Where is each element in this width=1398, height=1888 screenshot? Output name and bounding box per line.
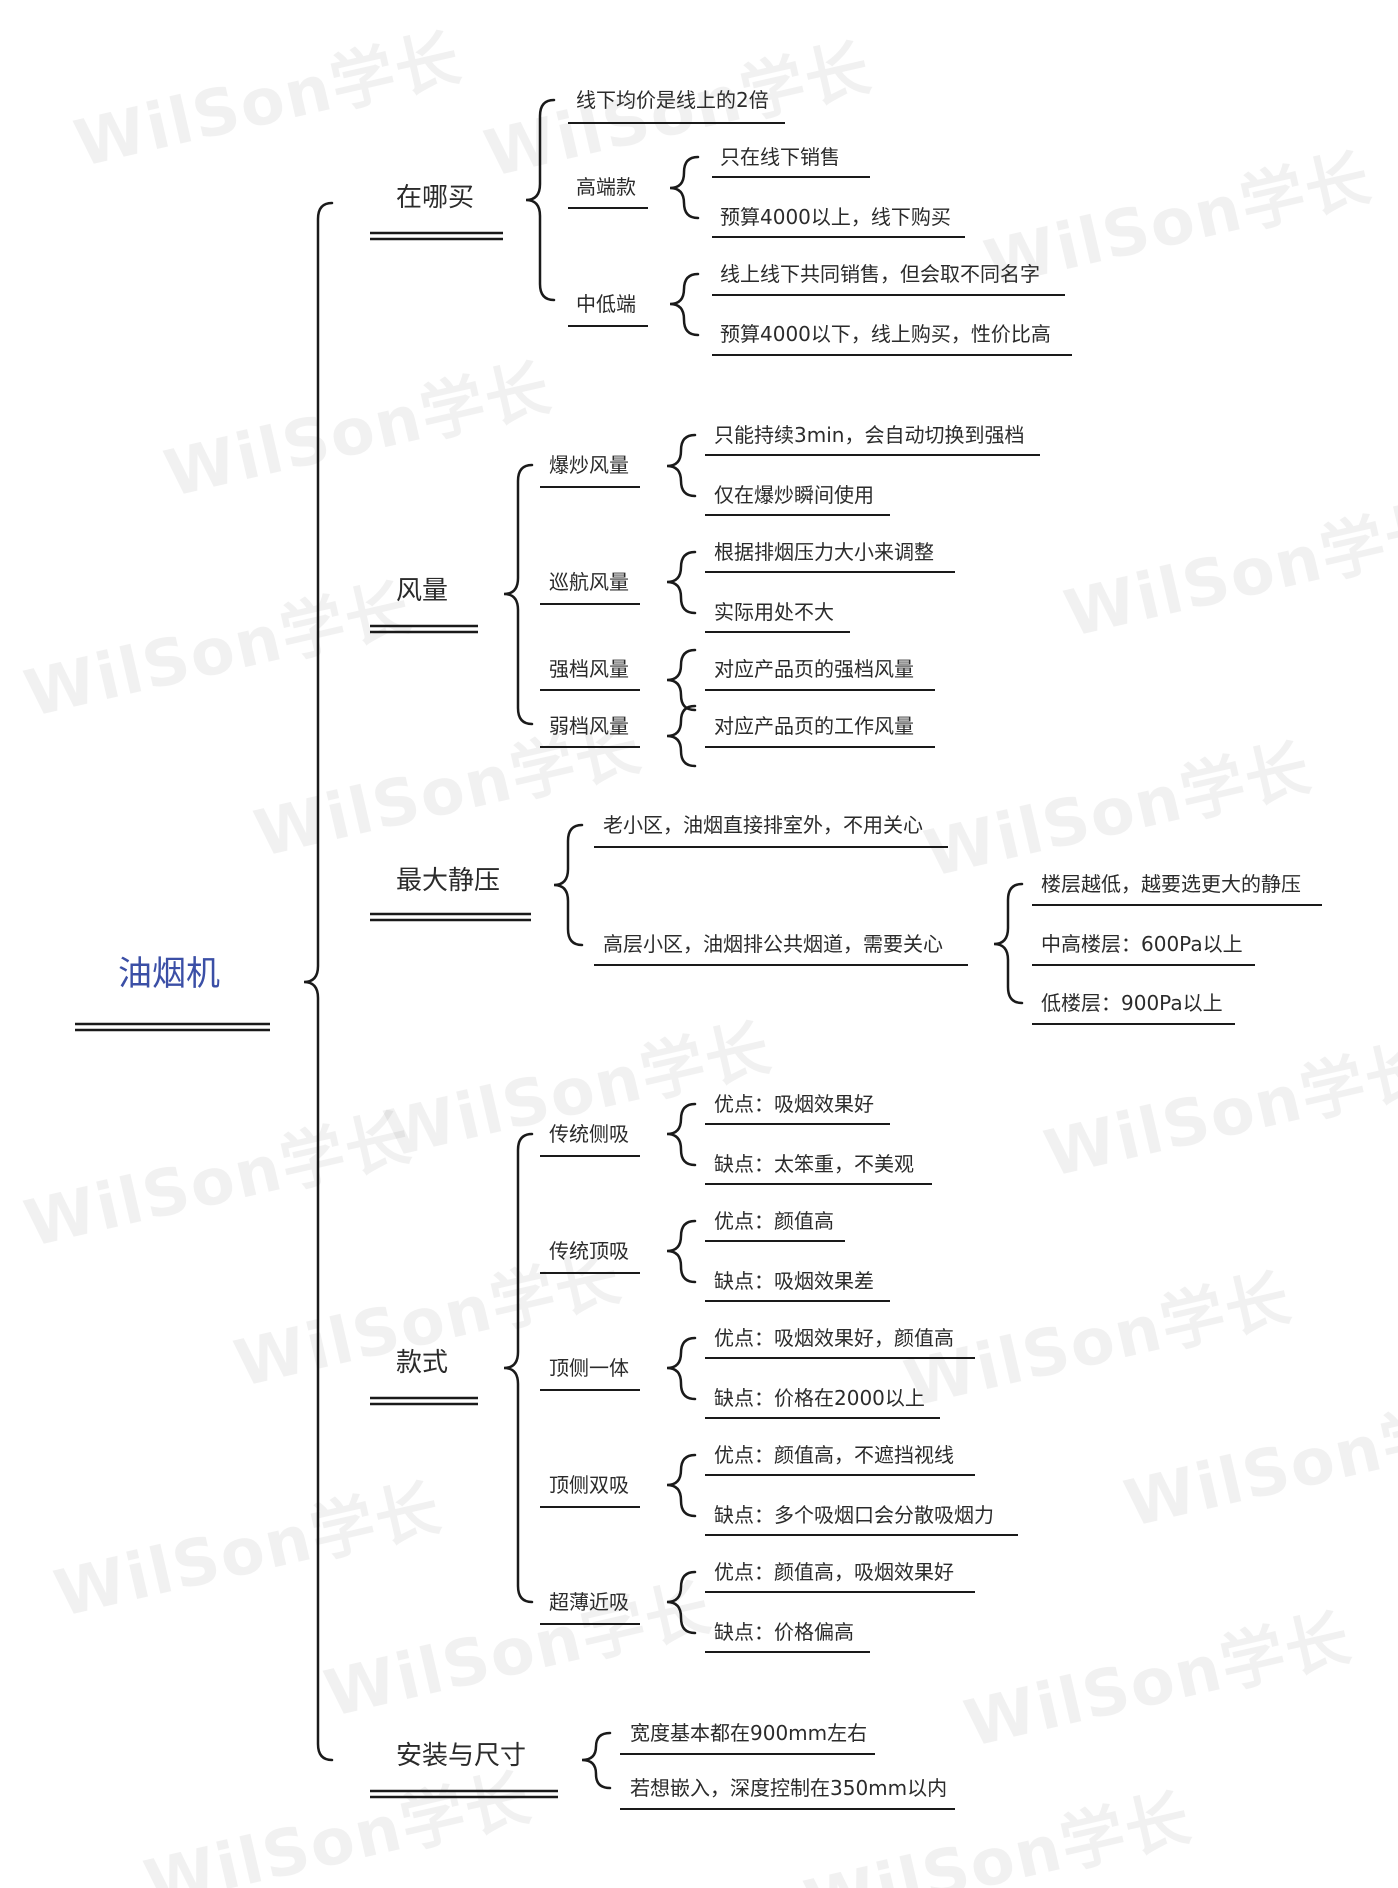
brace — [553, 823, 584, 947]
leaf: 缺点：价格偏高 — [714, 1620, 854, 1644]
node-side-suction: 传统侧吸 — [549, 1122, 629, 1146]
node-cruise-airflow: 巡航风量 — [549, 570, 629, 594]
leaf: 只能持续3min，会自动切换到强档 — [714, 423, 1025, 447]
brace — [666, 1336, 697, 1401]
branch-max-static-pressure: 最大静压 — [396, 866, 501, 896]
node-old-community: 老小区，油烟直接排室外，不用关心 — [603, 813, 923, 837]
leaf: 线上线下共同销售，但会取不同名字 — [720, 262, 1040, 286]
brace — [581, 1731, 612, 1790]
leaf: 缺点：太笨重，不美观 — [714, 1152, 914, 1176]
node-stirfry-airflow: 爆炒风量 — [549, 453, 629, 477]
node-highrise-community: 高层小区，油烟排公共烟道，需要关心 — [603, 932, 943, 956]
main-brace — [303, 201, 334, 1762]
root-node: 油烟机 — [118, 954, 220, 994]
node-depth: 若想嵌入，深度控制在350mm以内 — [630, 1776, 948, 1800]
brace — [666, 1570, 697, 1635]
brace — [503, 463, 534, 726]
leaf: 仅在爆炒瞬间使用 — [714, 483, 874, 507]
branch-styles: 款式 — [396, 1348, 449, 1378]
brace — [993, 882, 1024, 1005]
leaf: 优点：吸烟效果好，颜值高 — [714, 1326, 954, 1350]
leaf: 缺点：吸烟效果差 — [714, 1269, 874, 1293]
node-width: 宽度基本都在900mm左右 — [630, 1721, 868, 1745]
brace — [666, 1453, 697, 1518]
branch-installation-size: 安装与尺寸 — [396, 1741, 527, 1771]
node-top-side-integrated: 顶侧一体 — [549, 1356, 629, 1380]
brace — [666, 648, 697, 712]
leaf: 只在线下销售 — [720, 145, 840, 169]
brace — [666, 1102, 697, 1167]
node-weak-airflow: 弱档风量 — [549, 714, 629, 738]
leaf: 低楼层：900Pa以上 — [1041, 991, 1223, 1015]
leaf: 预算4000以下，线上购买，性价比高 — [720, 322, 1051, 346]
brace — [525, 98, 556, 302]
node-high-end: 高端款 — [576, 175, 636, 199]
leaf: 中高楼层：600Pa以上 — [1041, 932, 1243, 956]
node-strong-airflow: 强档风量 — [549, 657, 629, 681]
node-top-suction: 传统顶吸 — [549, 1239, 629, 1263]
leaf: 优点：颜值高，不遮挡视线 — [714, 1443, 954, 1467]
node-ultrathin: 超薄近吸 — [549, 1590, 629, 1614]
leaf: 实际用处不大 — [714, 600, 834, 624]
brace — [669, 272, 700, 337]
leaf: 根据排烟压力大小来调整 — [714, 540, 934, 564]
brace — [666, 1219, 697, 1284]
leaf: 优点：颜值高 — [714, 1209, 834, 1233]
leaf: 缺点：多个吸烟口会分散吸烟力 — [714, 1503, 994, 1527]
node-mid-low: 中低端 — [576, 292, 636, 316]
leaf: 楼层越低，越要选更大的静压 — [1041, 872, 1301, 896]
node-top-side-dual: 顶侧双吸 — [549, 1473, 629, 1497]
branch-airflow: 风量 — [396, 576, 449, 606]
brace — [666, 433, 697, 498]
node-offline-price: 线下均价是线上的2倍 — [576, 88, 769, 112]
leaf: 优点：吸烟效果好 — [714, 1092, 874, 1116]
brace — [669, 155, 700, 220]
brace — [503, 1132, 534, 1604]
branch-where-to-buy: 在哪买 — [396, 183, 475, 213]
leaf: 优点：颜值高，吸烟效果好 — [714, 1560, 954, 1584]
leaf: 缺点：价格在2000以上 — [714, 1386, 925, 1410]
leaf: 预算4000以上，线下购买 — [720, 205, 951, 229]
brace — [666, 704, 697, 768]
brace — [666, 550, 697, 615]
leaf: 对应产品页的强档风量 — [714, 657, 914, 681]
leaf: 对应产品页的工作风量 — [714, 714, 914, 738]
